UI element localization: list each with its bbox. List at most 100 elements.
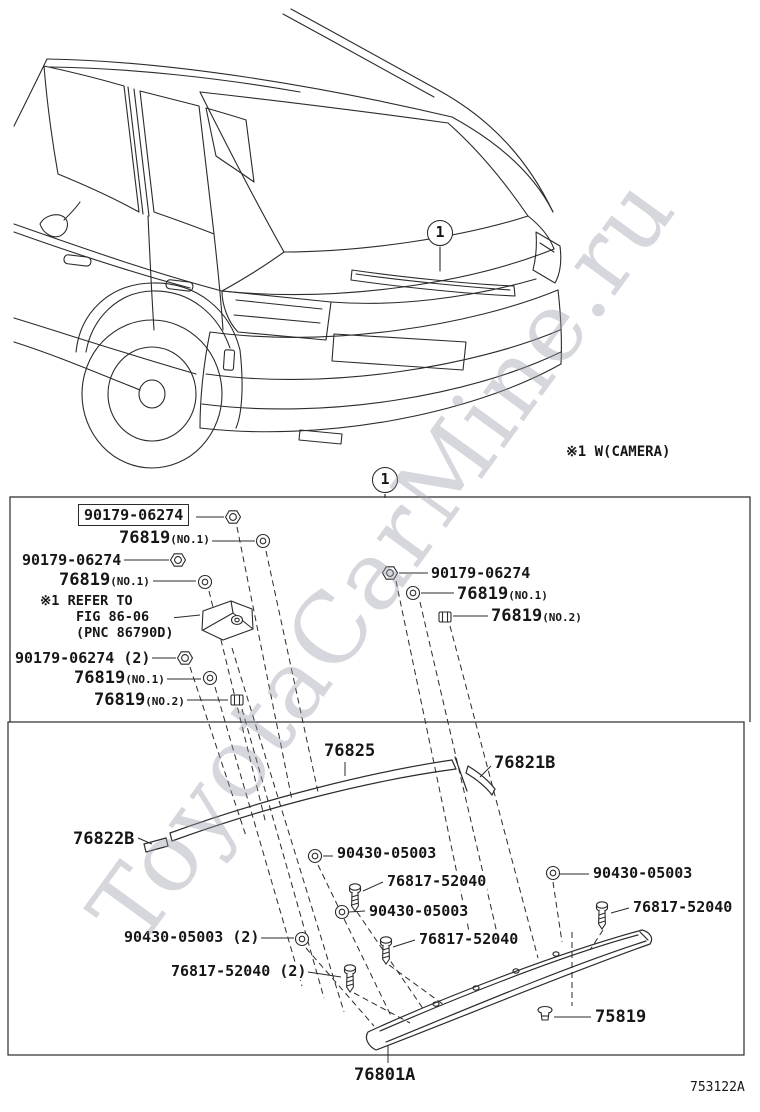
part-number: 76817-52040: [171, 962, 271, 980]
part-label-76817-a: 76817-52040: [386, 872, 488, 890]
trunk-edge-left: [221, 251, 285, 292]
grommet-icon: [294, 931, 310, 947]
front-door-glass: [43, 65, 140, 213]
screw-icon: [595, 901, 609, 930]
trunk-rear-edge: [221, 248, 555, 296]
part-number: 76819: [491, 606, 543, 626]
part-label-76819-no1-c: 76819(NO.1): [73, 668, 166, 690]
part-number: 76819: [59, 570, 111, 590]
exhaust: [298, 429, 343, 445]
license-recess: [331, 333, 467, 371]
part-label-76825: 76825: [323, 741, 377, 761]
screw-icon: [379, 936, 393, 965]
assembly-dashed-lines: [189, 526, 604, 1027]
upper-box: [9, 496, 751, 722]
section-boxes: [7, 494, 751, 1056]
part-label-76819-no1-right: 76819(NO.1): [456, 584, 549, 606]
part-number: 90430-05003: [337, 844, 437, 862]
body-lower-line: [13, 317, 197, 375]
camera-note: ※1 W(CAMERA): [566, 444, 671, 460]
square-clip-icon: [230, 694, 244, 706]
part-number: 75819: [595, 1007, 647, 1027]
door-seam-1: [147, 215, 155, 331]
grommet-icon: [307, 848, 323, 864]
a-pillar: [13, 58, 48, 127]
beltline: [13, 223, 223, 292]
part-number: 90179-06274: [15, 649, 115, 667]
moulding-end-left: [143, 837, 169, 853]
part-suffix: (NO.1): [508, 589, 548, 602]
refer-to-fig-note: ※1 REFER TO FIG 86-06 (PNC 86790D): [40, 593, 174, 641]
b-pillar: [127, 86, 150, 217]
bumper-lower-crease: [201, 351, 562, 410]
tail-light-right: [532, 231, 562, 284]
grommet-clip-icon: [202, 670, 218, 686]
part-number: 90430-05003: [124, 928, 224, 946]
part-suffix: (NO.1): [110, 575, 150, 588]
part-suffix: (NO.2): [145, 695, 185, 708]
bumper-bottom: [199, 363, 562, 433]
part-label-76819-no1-a: 76819(NO.1): [118, 528, 211, 550]
part-number: 76819: [74, 668, 126, 688]
rear-window: [199, 91, 529, 253]
callout-1-on-car: 1: [427, 220, 453, 246]
part-number: 76819: [119, 528, 171, 548]
part-number: 90179-06274: [22, 551, 122, 569]
tail-panel-crease: [330, 278, 537, 304]
retainer-clip-icon: [537, 1005, 553, 1021]
part-label-90430-x2: 90430-05003 (2): [123, 928, 261, 946]
rear-camera-icon: [201, 600, 254, 641]
part-label-90179-06274-boxed: 90179-06274: [78, 504, 190, 526]
callout-number: 1: [435, 223, 445, 241]
car-rear-view: [13, 8, 562, 469]
upper-fasteners: [169, 510, 452, 706]
grommet-icon: [545, 865, 561, 881]
screw-icon: [348, 883, 362, 912]
c-pillar: [451, 116, 554, 213]
part-number: 76801A: [354, 1065, 416, 1085]
roof-rail-far: [282, 13, 435, 98]
nut-icon: [224, 510, 242, 524]
roofline: [46, 58, 453, 118]
part-number: 76817-52040: [419, 930, 519, 948]
quarter-glass: [205, 107, 255, 183]
figure-code: 753122A: [690, 1080, 745, 1095]
roof-rail-far-2: [290, 8, 441, 92]
part-label-75819: 75819: [594, 1007, 648, 1027]
part-label-76801A: 76801A: [353, 1065, 417, 1085]
part-number: 76817-52040: [633, 898, 733, 916]
part-number: 76821B: [494, 753, 556, 773]
roofline-inner: [48, 66, 301, 93]
part-number: 90179-06274: [84, 506, 184, 524]
part-label-90430-a: 90430-05003: [336, 844, 438, 862]
part-number: 76822B: [73, 829, 135, 849]
part-label-90179-06274-right: 90179-06274: [430, 564, 532, 582]
part-label-76819-no2-right: 76819(NO.2): [490, 606, 583, 628]
reflector-left: [222, 349, 236, 371]
screw-icon: [343, 964, 357, 993]
part-label-90179-06274-x2: 90179-06274 (2): [14, 649, 152, 667]
note-line-3: (PNC 86790D): [76, 625, 174, 641]
rear-door-glass: [139, 90, 215, 235]
nut-icon: [176, 651, 194, 665]
nut-icon: [381, 566, 399, 580]
label-leader-lines: [124, 516, 630, 1063]
part-label-76819-no1-b: 76819(NO.1): [58, 570, 151, 592]
beltline-accent: [13, 231, 191, 289]
moulding-end-right: [465, 765, 496, 796]
callout-number: 1: [380, 470, 390, 488]
part-quantity: (2): [114, 649, 151, 667]
bumper-side-right: [557, 289, 562, 365]
part-label-76821B: 76821B: [493, 753, 557, 773]
strip-divider: [454, 756, 468, 792]
part-number: 90179-06274: [431, 564, 531, 582]
trunk-garnish-strip: [350, 269, 516, 297]
side-mirror: [39, 214, 69, 238]
grommet-icon: [334, 904, 350, 920]
part-label-76819-no2-a: 76819(NO.2): [93, 690, 186, 712]
lower-box: [7, 721, 745, 1056]
square-clip-icon: [438, 611, 452, 623]
part-number: 76819: [94, 690, 146, 710]
trunk-edge-right: [527, 215, 555, 250]
